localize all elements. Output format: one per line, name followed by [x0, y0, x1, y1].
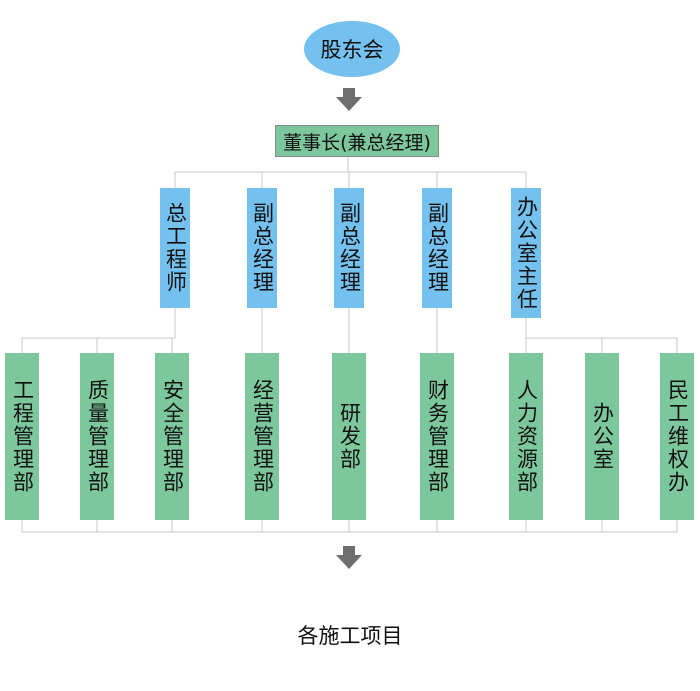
node-label: 办公室 [590, 402, 615, 471]
node-label: 财务管理部 [425, 379, 450, 494]
department-node: 研发部 [332, 353, 366, 520]
department-node: 经营管理部 [245, 353, 279, 520]
node-label: 经营管理部 [250, 379, 275, 494]
construction-projects-node: 各施工项目 [288, 587, 412, 683]
arrow-down-icon [336, 88, 362, 111]
node-label: 董事长(兼总经理) [283, 131, 431, 154]
node-label: 副总经理 [250, 202, 275, 294]
node-label: 人力资源部 [514, 379, 539, 494]
node-label: 质量管理部 [85, 379, 110, 494]
chairman-node: 董事长(兼总经理) [275, 125, 439, 157]
node-label: 股东会 [320, 38, 384, 62]
department-node: 安全管理部 [155, 353, 189, 520]
office-director-node: 办公室主任 [511, 188, 541, 318]
node-label: 副总经理 [337, 202, 362, 294]
department-node: 人力资源部 [509, 353, 543, 520]
department-node: 财务管理部 [420, 353, 454, 520]
deputy-gm-node: 副总经理 [422, 188, 452, 308]
shareholders-meeting-node: 股东会 [304, 21, 400, 77]
node-label: 研发部 [337, 402, 362, 471]
node-label: 办公室主任 [514, 195, 539, 311]
node-label: 工程管理部 [10, 379, 35, 494]
node-label: 安全管理部 [160, 379, 185, 494]
node-label: 副总经理 [425, 202, 450, 294]
deputy-gm-node: 副总经理 [247, 188, 277, 308]
arrow-down-icon [336, 546, 362, 569]
chief-engineer-node: 总工程师 [160, 188, 190, 308]
node-label: 各施工项目 [297, 624, 403, 648]
node-label: 总工程师 [163, 202, 188, 294]
node-label: 民工维权办 [665, 379, 690, 494]
department-node: 工程管理部 [5, 353, 39, 520]
department-node: 质量管理部 [80, 353, 114, 520]
deputy-gm-node: 副总经理 [334, 188, 364, 308]
department-node: 民工维权办 [660, 353, 694, 520]
department-node: 办公室 [585, 353, 619, 520]
